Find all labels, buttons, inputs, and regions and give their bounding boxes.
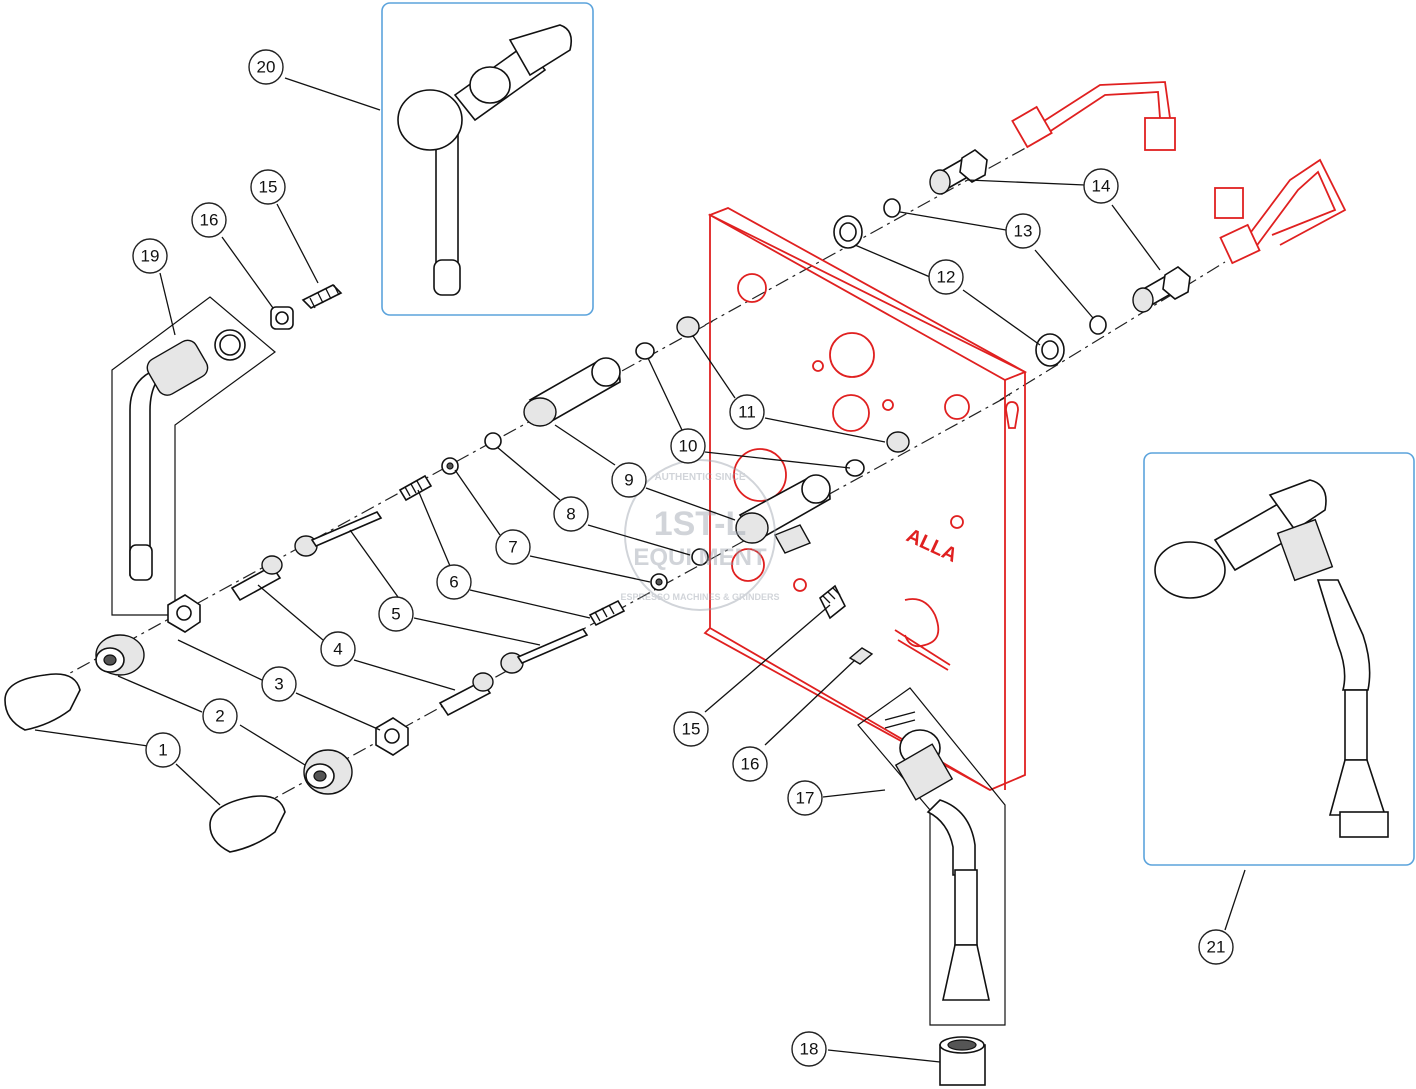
callout-16-lower: 16 [732, 746, 768, 782]
part-14-fitting-upper [929, 149, 988, 195]
detail-box-20 [381, 2, 594, 316]
callout-13: 13 [1005, 213, 1041, 249]
watermark: AUTHENTIC SINCE 1ST-L EQUI MENT ESPRESSO… [620, 459, 780, 611]
part-1-knob-lower [209, 795, 286, 853]
part-7-washer-upper [441, 457, 459, 475]
part-13-oring-lower [1089, 315, 1107, 335]
svg-text:ESPRESSO MACHINES & GRINDERS: ESPRESSO MACHINES & GRINDERS [620, 592, 779, 602]
part-5-shaft-upper [294, 511, 383, 557]
callout-8: 8 [553, 496, 589, 532]
svg-text:21: 21 [1207, 938, 1226, 957]
callout-11: 11 [729, 394, 765, 430]
callout-15-lower: 15 [673, 711, 709, 747]
callout-19: 19 [132, 238, 168, 274]
part-6-spring-lower [588, 599, 626, 627]
callout-12: 12 [928, 259, 964, 295]
brand-mark: ALLA [903, 525, 961, 567]
part-11-nut-upper [676, 316, 700, 338]
part-11-nut-lower [886, 431, 910, 453]
callout-2: 2 [202, 698, 238, 734]
svg-text:20: 20 [257, 58, 276, 77]
callout-7: 7 [495, 529, 531, 565]
part-2-cap-lower [303, 749, 353, 795]
part-2-cap-upper [95, 634, 145, 676]
svg-text:AUTHENTIC SINCE: AUTHENTIC SINCE [654, 472, 745, 483]
svg-text:15: 15 [682, 720, 701, 739]
part-10-washer-upper [635, 342, 655, 360]
part-17-wand [884, 711, 990, 1001]
part-12-gasket-lower [1035, 333, 1065, 367]
part-21-wand-detail [1154, 479, 1389, 838]
callout-9: 9 [611, 462, 647, 498]
part-12-gasket-upper [833, 215, 863, 249]
part-3-hexnut-lower [375, 717, 409, 756]
svg-text:19: 19 [141, 247, 160, 266]
callout-16-upper: 16 [191, 202, 227, 238]
callout-18: 18 [791, 1031, 827, 1067]
svg-text:15: 15 [259, 178, 278, 197]
part-4-stem-upper [230, 555, 283, 602]
callout-1: 1 [145, 732, 181, 768]
part-18-tip [939, 1036, 986, 1086]
svg-text:8: 8 [566, 505, 575, 524]
svg-text:7: 7 [508, 538, 517, 557]
callout-10: 10 [670, 428, 706, 464]
part-20-lever-detail [397, 24, 573, 296]
callout-17: 17 [787, 780, 823, 816]
svg-text:3: 3 [274, 675, 283, 694]
callout-5: 5 [378, 596, 414, 632]
red-tubes [1011, 81, 1347, 265]
part-14-fitting-lower [1132, 266, 1191, 313]
callout-15-upper: 15 [250, 169, 286, 205]
svg-text:13: 13 [1014, 222, 1033, 241]
part-5-shaft-lower [500, 628, 589, 674]
part-9-valve-upper [523, 357, 621, 427]
callout-14: 14 [1083, 168, 1119, 204]
svg-text:11: 11 [738, 403, 756, 422]
svg-text:18: 18 [800, 1040, 819, 1059]
callout-6: 6 [436, 564, 472, 600]
part-8-washer-upper [484, 432, 502, 450]
detail-box-21 [1143, 452, 1415, 866]
callout-3: 3 [261, 666, 297, 702]
svg-text:12: 12 [937, 268, 956, 287]
svg-text:16: 16 [741, 755, 760, 774]
part-6-spring-upper [398, 474, 433, 502]
svg-text:17: 17 [796, 789, 815, 808]
svg-text:1ST-L: 1ST-L [654, 505, 747, 543]
part-4-stem-lower [438, 672, 494, 717]
callout-4: 4 [320, 631, 356, 667]
svg-text:1: 1 [158, 741, 167, 760]
part-15-lower-spring [818, 584, 847, 620]
svg-text:6: 6 [449, 573, 458, 592]
svg-text:4: 4 [333, 640, 342, 659]
svg-text:2: 2 [215, 707, 224, 726]
svg-text:10: 10 [679, 437, 698, 456]
svg-text:5: 5 [391, 605, 400, 624]
leader-lines [34, 77, 1246, 1063]
callout-21: 21 [1198, 929, 1234, 965]
part-13-oring-upper [883, 198, 901, 218]
part-8-washer-lower [691, 548, 709, 566]
part-1-knob-upper [4, 673, 81, 731]
svg-text:16: 16 [200, 211, 219, 230]
part-15-top-spring [301, 284, 343, 309]
part-9-valve-lower [735, 474, 831, 554]
back-panel: ALLA [703, 207, 1028, 792]
svg-text:14: 14 [1092, 177, 1111, 196]
callout-20: 20 [248, 49, 284, 85]
part-16-top-nut [270, 306, 294, 330]
part-7-washer-lower [650, 573, 668, 591]
part-16-lower-clip [848, 647, 874, 665]
svg-text:EQUI MENT: EQUI MENT [633, 544, 767, 571]
svg-text:9: 9 [624, 471, 633, 490]
part-3-hexnut-upper [167, 594, 201, 633]
part-19-lever [129, 329, 246, 581]
group-box-19 [111, 296, 276, 616]
